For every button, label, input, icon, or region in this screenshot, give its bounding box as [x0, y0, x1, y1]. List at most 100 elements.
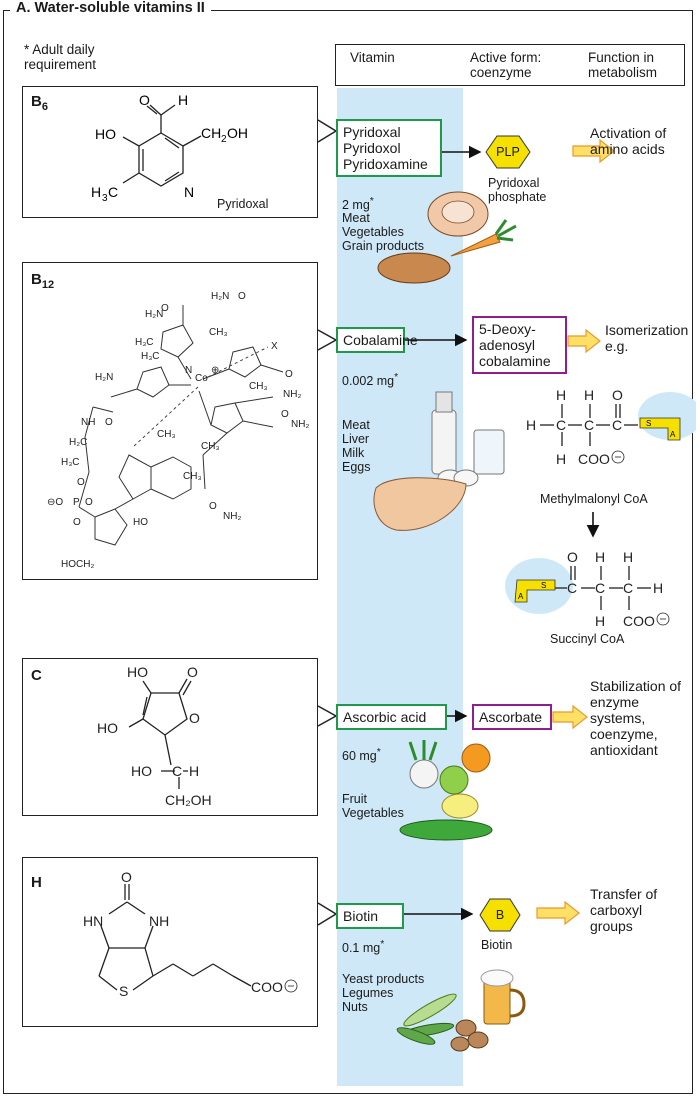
header-vitamin: Vitamin [350, 50, 395, 65]
h-requirement: 0.1 mg* [342, 939, 385, 956]
h-connector [317, 902, 338, 926]
svg-text:O: O [189, 710, 200, 726]
svg-text:HO: HO [97, 720, 118, 736]
svg-text:NH₂: NH₂ [291, 419, 309, 430]
svg-text:H₃C: H₃C [141, 351, 160, 362]
svg-text:NH: NH [81, 417, 95, 428]
svg-text:NH₂: NH₂ [223, 511, 241, 522]
svg-text:O: O [73, 517, 81, 528]
svg-text:O: O [285, 369, 293, 380]
svg-text:H: H [556, 451, 566, 467]
svg-text:C: C [567, 580, 577, 596]
requirement-note: * Adult daily requirement [24, 42, 97, 72]
b12-substrate: Methylmalonyl CoA [540, 492, 648, 506]
svg-text:HOCH₂: HOCH₂ [61, 559, 94, 570]
svg-text:C: C [623, 580, 633, 596]
biotin-hex-label: B [495, 908, 505, 922]
svg-text:S: S [646, 419, 651, 428]
svg-text:N: N [185, 365, 192, 376]
b12-coenzyme-box: 5-Deoxy-adenosyl cobalamine [472, 316, 567, 374]
svg-text:⊖O: ⊖O [47, 497, 63, 508]
plp-hexagon [485, 135, 531, 169]
svg-text:H₂N: H₂N [211, 291, 229, 302]
figure-frame [3, 10, 693, 1094]
b12-function-arrow [567, 328, 601, 354]
b12-vitamin-box: Cobalamine [336, 327, 418, 353]
svg-text:CH₃: CH₃ [249, 381, 268, 392]
svg-text:OH: OH [227, 125, 248, 141]
h-sources: Yeast products Legumes Nuts [342, 972, 424, 1014]
svg-text:O: O [139, 93, 150, 108]
h-structure-box: H O HN NH S COO [22, 857, 318, 1027]
svg-text:CH₂OH: CH₂OH [165, 792, 212, 808]
c-food-illustration [399, 740, 493, 841]
svg-text:HO: HO [131, 763, 152, 779]
svg-text:HO: HO [133, 517, 148, 528]
b6-structure-name: Pyridoxal [217, 197, 269, 211]
svg-text:S: S [541, 581, 546, 590]
svg-text:O: O [105, 417, 113, 428]
header-active-form: Active form: coenzyme [470, 50, 542, 80]
svg-text:H: H [653, 580, 663, 596]
svg-text:HN: HN [83, 913, 103, 929]
h-function-arrow [536, 900, 580, 926]
plp-label: PLP [496, 145, 520, 159]
svg-text:A: A [670, 430, 676, 439]
biotin-structure: O HN NH S COO [83, 869, 298, 999]
b6-function-arrow [572, 138, 615, 164]
svg-text:HO: HO [95, 126, 116, 142]
b12-food-illustration [373, 391, 505, 531]
svg-text:C: C [172, 763, 182, 779]
svg-text:H: H [556, 387, 566, 403]
svg-text:C: C [584, 417, 594, 433]
c-source-2: Vegetables [342, 806, 404, 820]
svg-text:Co: Co [195, 373, 208, 384]
svg-text:2: 2 [221, 134, 227, 145]
b6-source-1: Meat [342, 211, 370, 225]
svg-text:COO: COO [623, 613, 655, 629]
svg-text:H: H [623, 549, 633, 565]
b6-source-2: Vegetables [342, 225, 404, 239]
svg-text:C: C [612, 417, 622, 433]
b6-vitamin-box: Pyridoxal Pyridoxol Pyridoxamine [336, 119, 442, 177]
svg-text:N: N [184, 184, 194, 200]
b12-source-4: Eggs [342, 460, 371, 474]
svg-text:NH: NH [149, 913, 169, 929]
svg-text:CH₃: CH₃ [157, 429, 176, 440]
svg-text:CH: CH [201, 125, 221, 141]
b6-source-3: Grain products [342, 239, 424, 253]
svg-text:H₃C: H₃C [61, 457, 80, 468]
h-function: Transfer of carboxyl groups [590, 886, 658, 934]
b6-label: B6 [31, 93, 48, 113]
svg-text:H: H [526, 417, 536, 433]
h-source-3: Nuts [342, 1000, 368, 1014]
b12-sources: Meat Liver Milk Eggs [342, 418, 371, 474]
svg-text:⊕: ⊕ [211, 365, 219, 376]
b6-form-1: Pyridoxal [343, 124, 401, 140]
svg-text:H: H [189, 763, 199, 779]
b6-sources: Meat Vegetables Grain products [342, 211, 424, 253]
svg-text:O: O [238, 291, 246, 302]
c-label: C [31, 667, 42, 684]
b12-connector [317, 329, 338, 351]
c-function-arrow [552, 704, 588, 730]
svg-text:O: O [121, 869, 132, 885]
b6-food-illustration [377, 191, 517, 284]
svg-text:C: C [595, 580, 605, 596]
svg-text:H: H [178, 93, 188, 108]
svg-text:X: X [271, 341, 278, 352]
svg-text:H: H [91, 184, 101, 200]
svg-text:H₃C: H₃C [135, 337, 154, 348]
svg-text:O: O [187, 665, 198, 680]
b12-source-1: Meat [342, 418, 370, 432]
b6-connector [317, 119, 338, 143]
svg-text:H₂C: H₂C [69, 437, 87, 448]
b6-form-3: Pyridoxamine [343, 156, 428, 172]
svg-text:H: H [595, 549, 605, 565]
